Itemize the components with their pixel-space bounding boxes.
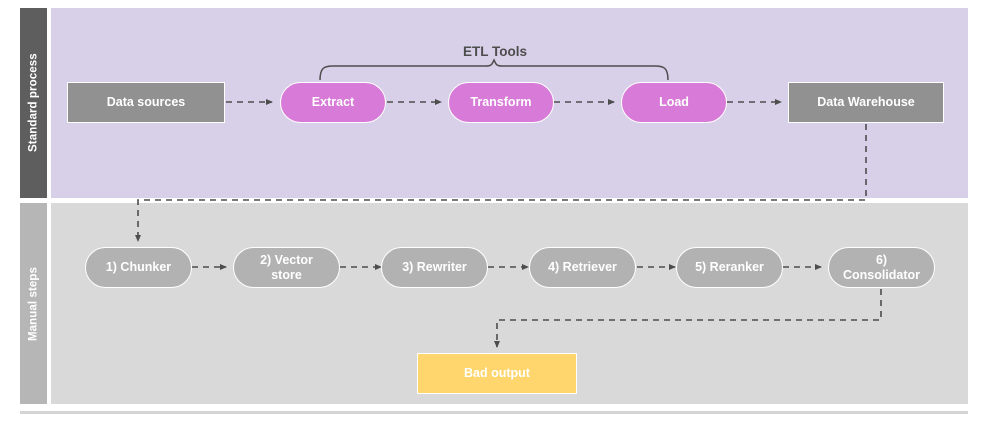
- node-bad-output[interactable]: Bad output: [417, 353, 577, 394]
- lane-manual-steps-label: Manual steps: [20, 203, 47, 404]
- node-step-reranker[interactable]: 5) Reranker: [676, 247, 783, 288]
- node-step-retriever[interactable]: 4) Retriever: [529, 247, 636, 288]
- node-extract[interactable]: Extract: [280, 82, 386, 123]
- node-data-sources[interactable]: Data sources: [67, 82, 225, 123]
- node-transform[interactable]: Transform: [448, 82, 554, 123]
- etl-tools-label: ETL Tools: [463, 44, 527, 59]
- node-step-consolidator[interactable]: 6)Consolidator: [828, 247, 935, 288]
- bottom-divider: [20, 411, 968, 414]
- lane-standard-process-label: Standard process: [20, 8, 47, 198]
- node-step-rewriter[interactable]: 3) Rewriter: [381, 247, 488, 288]
- node-load[interactable]: Load: [621, 82, 727, 123]
- node-data-warehouse[interactable]: Data Warehouse: [788, 82, 944, 123]
- node-step-chunker[interactable]: 1) Chunker: [85, 247, 192, 288]
